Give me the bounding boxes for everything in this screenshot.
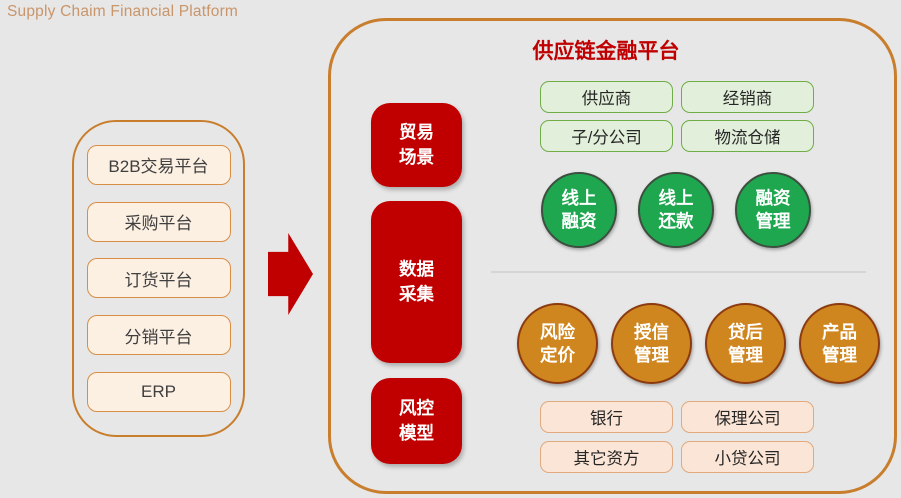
pillar-trade-scenario: 贸易 场景 [371,103,462,187]
funder-other-capital: 其它资方 [540,441,673,473]
circle-label-line: 定价 [540,344,575,365]
pillar-label-line: 数据 [399,259,434,279]
participant-subsidiary: 子/分公司 [540,120,673,152]
circle-online-financing: 线上 融资 [541,172,617,248]
circle-label-line: 管理 [755,211,791,231]
circle-label-line: 融资 [755,188,791,208]
pillar-data-collection: 数据 采集 [371,201,462,363]
circle-label-line: 贷后 [728,321,763,342]
pillar-label-line: 采集 [399,284,434,304]
funder-microloan-company: 小贷公司 [681,441,814,473]
participant-dealer: 经销商 [681,81,814,113]
circle-risk-pricing: 风险 定价 [517,303,598,384]
circle-label-line: 产品 [822,321,857,342]
funder-factoring-company: 保理公司 [681,401,814,433]
source-system-erp: ERP [86,372,231,413]
pillar-label-line: 风控 [399,398,434,418]
circle-label-line: 管理 [728,344,763,365]
source-system-b2b: B2B交易平台 [86,144,231,185]
circle-label-line: 还款 [658,211,694,231]
participant-logistics-warehouse: 物流仓储 [681,120,814,152]
page-title: Supply Chaim Financial Platform [7,3,239,20]
circle-online-repayment: 线上 还款 [638,172,714,248]
platform-panel: 供应链金融平台 贸易 场景 数据 采集 风控 模型 供应商 经销商 子/分公司 … [328,18,897,494]
circle-credit-management: 授信 管理 [611,303,692,384]
section-divider [491,271,866,273]
circle-label-line: 线上 [658,188,694,208]
circle-financing-management: 融资 管理 [735,172,811,248]
circle-label-line: 管理 [822,344,857,365]
circle-label-line: 风险 [540,321,575,342]
source-system-procurement: 采购平台 [86,201,231,242]
circle-label-line: 管理 [634,344,669,365]
pillar-label-line: 贸易 [399,122,434,142]
source-system-ordering: 订货平台 [86,258,231,299]
participant-supplier: 供应商 [540,81,673,113]
circle-label-line: 线上 [561,188,597,208]
source-systems-panel: B2B交易平台 采购平台 订货平台 分销平台 ERP [72,120,245,437]
source-system-distribution: 分销平台 [86,315,231,356]
right-arrow-icon [268,233,313,315]
circle-product-management: 产品 管理 [799,303,880,384]
pillar-risk-model: 风控 模型 [371,378,462,464]
pillar-label-line: 场景 [399,147,434,167]
funder-bank: 银行 [540,401,673,433]
circle-post-loan-management: 贷后 管理 [705,303,786,384]
pillar-label-line: 模型 [399,423,434,443]
circle-label-line: 授信 [634,321,669,342]
circle-label-line: 融资 [561,211,597,231]
platform-title: 供应链金融平台 [532,40,680,63]
